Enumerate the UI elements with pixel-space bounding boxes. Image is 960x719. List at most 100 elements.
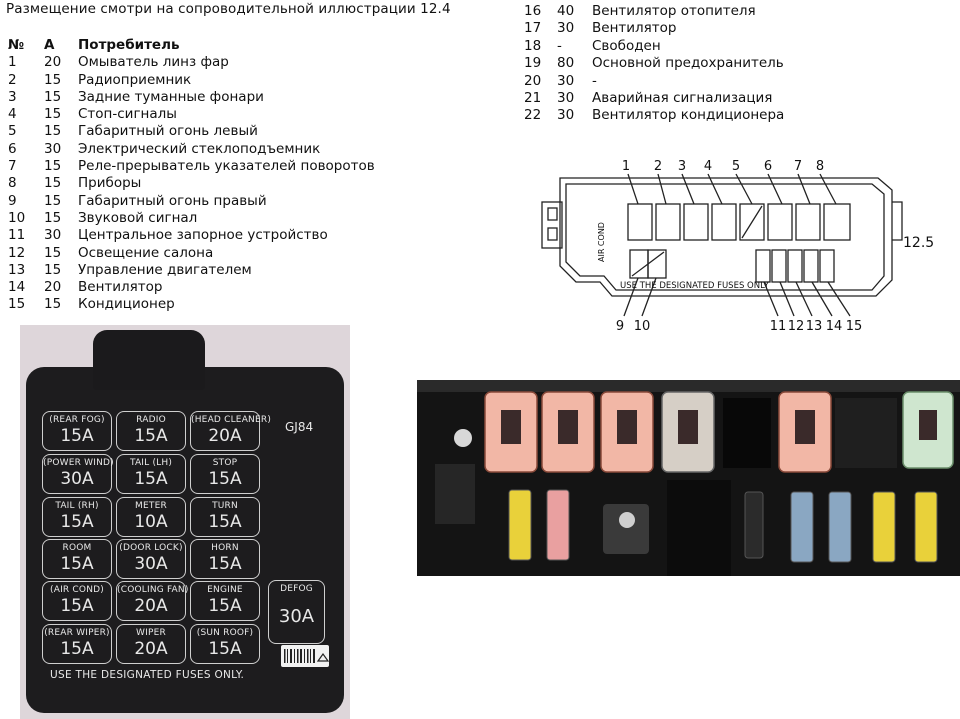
fuse-cell-amps: 15A — [60, 596, 94, 616]
fuse-number: 5 — [8, 123, 17, 140]
fuse-consumer: Аварийная сигнализация — [592, 89, 773, 106]
fuse-amps: 80 — [557, 55, 575, 72]
fuse-consumer: Звуковой сигнал — [78, 209, 198, 226]
fuse-consumer: Вентилятор кондиционера — [592, 107, 785, 124]
fuse-cell: (AIR COND)15A — [42, 581, 112, 621]
fuse-cell: (POWER WIND)30A — [42, 454, 114, 494]
fuse-cell: (HEAD CLEANER)20A — [190, 411, 272, 451]
fuse-cell-label: TURN — [212, 501, 238, 511]
fuse-cell-amps: 15A — [208, 512, 242, 532]
fuse-cell-amps: 30A — [278, 606, 315, 627]
fuse-number: 6 — [8, 140, 17, 157]
diagram-number-6: 6 — [764, 159, 772, 174]
fuse-cell-label: RADIO — [136, 415, 166, 425]
fuse-number: 12 — [8, 244, 26, 261]
fuse-cell-label: TAIL (RH) — [55, 501, 99, 511]
fuse-consumer: Вентилятор отопителя — [592, 3, 756, 19]
fuse-consumer: Управление двигателем — [78, 261, 252, 278]
diagram-number-11: 11 — [770, 319, 787, 334]
fuse-number: 11 — [8, 227, 26, 244]
fuse-box-code: GJ84 — [285, 420, 314, 434]
fuse-cell-label: HORN — [211, 543, 239, 553]
fuse-amps: 30 — [44, 227, 62, 244]
diagram-number-12: 12 — [788, 319, 805, 334]
fuse-cell-amps: 15A — [60, 639, 94, 659]
fuse-number: 10 — [8, 209, 26, 226]
fuse-consumer: Вентилятор — [78, 279, 163, 296]
fuse-amps: 30 — [557, 89, 575, 106]
fuse-cell-amps: 15A — [134, 426, 168, 446]
fuse-amps: 20 — [44, 279, 62, 296]
fuse-number: 21 — [524, 89, 542, 106]
fuse-cell-amps: 20A — [134, 639, 168, 659]
diagram-number-3: 3 — [678, 159, 686, 174]
fuse-cell-label: ROOM — [62, 543, 92, 553]
fuse-cell: (COOLING FAN)20A — [116, 581, 189, 621]
fuse-number: 3 — [8, 88, 17, 105]
fuse-box-tab — [93, 330, 205, 390]
fuse-cell-label: TAIL (LH) — [129, 458, 173, 468]
fuse-cell-amps: 30A — [60, 469, 94, 489]
barcode — [281, 645, 329, 667]
diagram-number-9: 9 — [616, 319, 624, 334]
fuse-amps: 15 — [44, 106, 62, 123]
fuse-amps: 30 — [44, 140, 62, 157]
fuse-amps: 15 — [44, 158, 62, 175]
fuse-cell-label: (REAR FOG) — [49, 415, 105, 425]
fuse-consumer: Задние туманные фонари — [78, 88, 264, 105]
fuse-amps: 20 — [44, 54, 62, 71]
diagram-number-5: 5 — [732, 159, 740, 174]
fuse-amps: 30 — [557, 107, 575, 124]
fuse-cell-label: (COOLING FAN) — [117, 585, 189, 595]
fuse-cell-amps: 15A — [134, 469, 168, 489]
fuse-number: 19 — [524, 55, 542, 72]
fuse-amps: 40 — [557, 3, 575, 19]
fuse-cell-label: METER — [135, 501, 167, 511]
fuse-cell-label: ENGINE — [207, 585, 243, 595]
fuse-consumer: Основной предохранитель — [592, 55, 784, 72]
fuse-cell-amps: 15A — [208, 639, 242, 659]
fuse-number: 13 — [8, 261, 26, 278]
header-consumer: Потребитель — [78, 37, 180, 53]
fuse-consumer: Приборы — [78, 175, 142, 192]
fuse-cell: (SUN ROOF)15A — [190, 624, 260, 664]
diagram-number-4: 4 — [704, 159, 712, 174]
fuse-cell-amps: 10A — [134, 512, 168, 532]
fuse-cell: TAIL (LH)15A — [116, 454, 186, 494]
diagram-side-text: AIR COND — [597, 222, 606, 262]
fuse-cell-defog: DEFOG 30A — [268, 580, 325, 644]
fuse-layout-diagram: 1 2 3 4 5 6 7 8 9 10 11 12 13 14 15 AIR … — [541, 159, 903, 334]
fuse-cell-amps: 15A — [60, 554, 94, 574]
fuse-number: 8 — [8, 175, 17, 192]
diagram-number-10: 10 — [634, 319, 651, 334]
fuse-cell-label: DEFOG — [280, 584, 313, 594]
fuse-cell: (REAR WIPER)15A — [42, 624, 112, 664]
fuse-number: 22 — [524, 107, 542, 124]
fuse-amps: - — [557, 37, 562, 54]
fuse-cell: (DOOR LOCK)30A — [116, 539, 186, 579]
fuse-amps: 15 — [44, 88, 62, 105]
fuse-number: 9 — [8, 192, 17, 209]
fuse-cell-label: (HEAD CLEANER) — [191, 415, 272, 425]
diagram-bottom-text: USE THE DESIGNATED FUSES ONLY — [620, 281, 770, 291]
fuse-panel-photo — [417, 380, 960, 576]
fuse-cell-amps: 15A — [60, 512, 94, 532]
fuse-amps: 15 — [44, 209, 62, 226]
fuse-consumer: Стоп-сигналы — [78, 106, 177, 123]
fuse-consumer: Освещение салона — [78, 244, 214, 261]
fuse-cell-label: (DOOR LOCK) — [119, 543, 183, 553]
fuse-number: 2 — [8, 71, 17, 88]
fuse-cell-label: (POWER WIND) — [43, 458, 114, 468]
fuse-amps: 15 — [44, 71, 62, 88]
fuse-consumer: Центральное запорное устройство — [78, 227, 328, 244]
fuse-consumer: Омыватель линз фар — [78, 54, 229, 71]
diagram-number-15: 15 — [846, 319, 863, 334]
fuse-number: 18 — [524, 37, 542, 54]
